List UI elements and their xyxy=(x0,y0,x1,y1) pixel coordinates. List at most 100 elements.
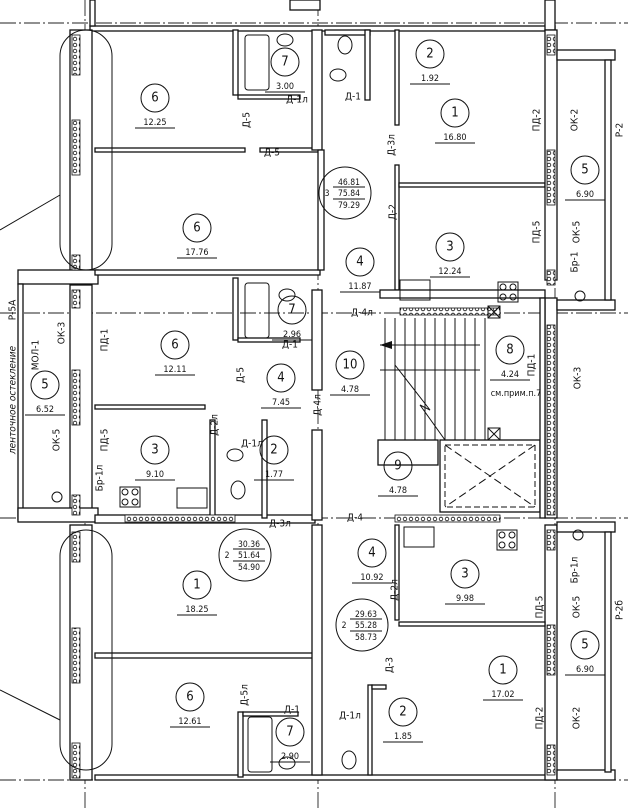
element-label: Д-5л xyxy=(240,684,251,706)
room-count: 3 xyxy=(325,189,330,199)
total-area: 51.64 xyxy=(238,551,260,561)
total-area-with-balcony: 54.90 xyxy=(238,563,260,573)
room-6: 617.76 xyxy=(177,213,217,259)
wall xyxy=(398,621,546,627)
burner-icon xyxy=(499,283,507,291)
wall xyxy=(364,29,371,101)
window-insulation xyxy=(71,494,81,516)
sink-icon xyxy=(403,526,435,548)
bathtub-icon xyxy=(244,34,270,91)
washbasin-icon xyxy=(278,288,296,302)
room-number-circle xyxy=(259,435,289,465)
element-label: Д-3л xyxy=(387,134,398,156)
wall xyxy=(324,29,371,36)
wall xyxy=(237,711,244,778)
element-label: ПД-2 xyxy=(532,109,543,132)
room-number: 1 xyxy=(499,663,506,678)
room-area: 12.24 xyxy=(438,267,461,277)
sink-icon xyxy=(399,279,431,301)
room-7: 72.96 xyxy=(272,295,312,341)
room-number-circle xyxy=(440,98,470,128)
room-number: 2 xyxy=(399,705,406,720)
burner-icon xyxy=(498,531,506,539)
room-1: 117.02 xyxy=(483,655,523,701)
wall xyxy=(311,289,323,391)
window-insulation xyxy=(71,742,81,779)
element-label: Д-2 xyxy=(388,204,399,220)
wall xyxy=(237,94,301,100)
burner-icon xyxy=(499,293,507,301)
room-number: 9 xyxy=(394,459,401,474)
burner-icon xyxy=(498,541,506,549)
room-number-circle xyxy=(435,232,465,262)
element-label: Р-2 xyxy=(615,123,626,137)
room-count: 2 xyxy=(342,621,347,631)
washbasin-icon xyxy=(276,33,294,47)
room-area: 9.10 xyxy=(146,470,164,480)
room-7: 72.90 xyxy=(270,717,310,763)
room-number-circle xyxy=(495,335,525,365)
element-label: Бр-1л xyxy=(95,465,106,492)
room-area: 2.96 xyxy=(283,330,301,340)
room-8: 84.24 xyxy=(490,335,530,381)
room-number-circle xyxy=(182,213,212,243)
burner-icon xyxy=(121,498,129,506)
room-area: 4.78 xyxy=(341,385,359,395)
room-3: 39.98 xyxy=(445,559,485,605)
wall xyxy=(94,147,246,153)
room-number-circle xyxy=(140,435,170,465)
window-insulation xyxy=(546,149,556,206)
wall xyxy=(556,49,616,61)
element-label: Д-2л xyxy=(390,579,401,601)
room-4: 411.87 xyxy=(340,247,380,293)
room-10: 104.78 xyxy=(330,350,370,396)
element-label: Д-4л xyxy=(351,308,373,319)
wall xyxy=(317,149,325,271)
wall xyxy=(17,507,99,523)
room-4: 410.92 xyxy=(352,538,392,584)
summary-circle xyxy=(335,598,389,652)
room-area: 11.87 xyxy=(348,282,371,292)
room-number: 7 xyxy=(288,303,295,318)
room-2: 21.77 xyxy=(254,435,294,481)
element-label: Д-3 xyxy=(385,657,396,673)
element-label: Р-5А xyxy=(8,299,19,320)
room-number: 1 xyxy=(193,578,200,593)
wall xyxy=(232,277,239,341)
room-number: 5 xyxy=(581,163,588,178)
living-area: 30.36 xyxy=(238,540,260,550)
room-number: 3 xyxy=(461,567,468,582)
element-label: ленточное остекление xyxy=(8,345,19,455)
fixtures xyxy=(51,33,586,773)
washbasin-icon xyxy=(329,68,347,82)
window-insulation xyxy=(546,324,556,516)
room-number-circle xyxy=(277,295,307,325)
room-area: 18.25 xyxy=(185,605,208,615)
element-label: ОК-5 xyxy=(572,221,583,243)
stove-icon xyxy=(497,281,519,303)
wall xyxy=(604,531,612,773)
toilet-icon xyxy=(337,35,353,55)
room-5: 56.90 xyxy=(565,155,605,201)
window-insulation xyxy=(399,307,501,316)
room-number: 3 xyxy=(446,240,453,255)
element-label: Бр-1 xyxy=(570,252,581,273)
element-label: ПД-1 xyxy=(100,329,111,352)
total-area: 55.28 xyxy=(355,621,377,631)
wall xyxy=(367,684,373,776)
element-label: Д-1 xyxy=(284,705,300,716)
room-9: 94.78 xyxy=(378,451,418,497)
element-label: ПД-5 xyxy=(532,221,543,244)
element-label: ПД-5 xyxy=(535,596,546,619)
room-number: 1 xyxy=(451,106,458,121)
room-number-circle xyxy=(160,330,190,360)
room-3: 312.24 xyxy=(430,232,470,278)
element-label: Д-5 xyxy=(242,112,253,128)
room-number-circle xyxy=(570,630,600,660)
room-number: 10 xyxy=(343,358,358,373)
room-area: 1.77 xyxy=(265,470,283,480)
room-area: 17.02 xyxy=(491,690,514,700)
room-number: 8 xyxy=(506,343,513,358)
burner-icon xyxy=(121,488,129,496)
